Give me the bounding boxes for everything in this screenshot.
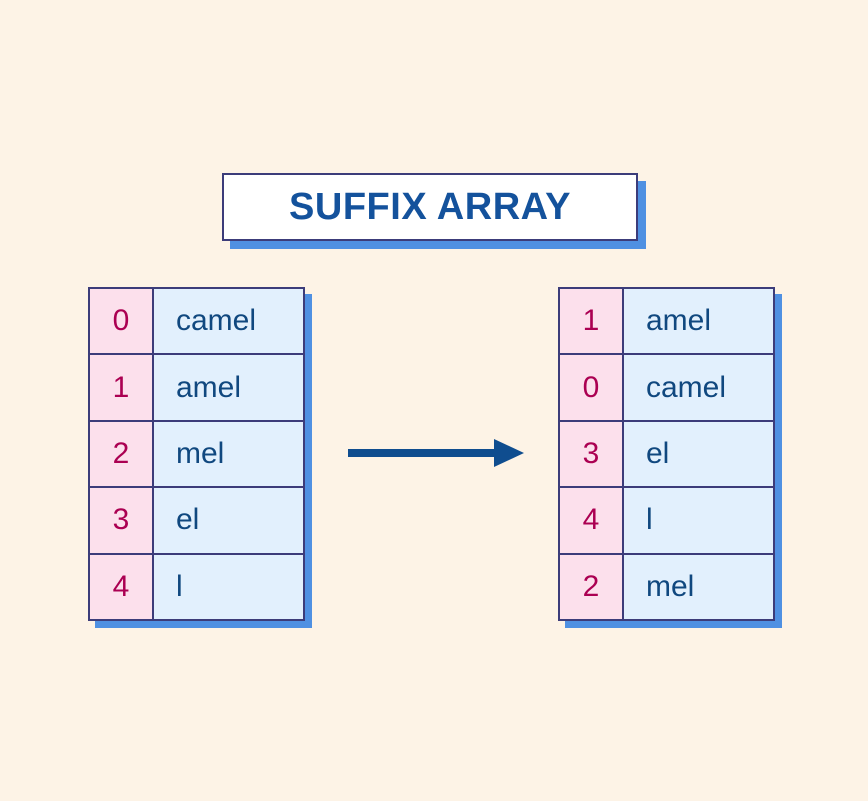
suffix-text-cell: l bbox=[154, 554, 303, 620]
page-title: SUFFIX ARRAY bbox=[289, 185, 571, 228]
suffix-index-cell: 2 bbox=[90, 421, 154, 487]
suffix-index-cell: 4 bbox=[90, 554, 154, 620]
suffix-text-cell: el bbox=[624, 421, 773, 487]
suffix-text-cell: mel bbox=[624, 554, 773, 620]
suffix-text-cell: camel bbox=[624, 355, 773, 420]
suffix-text-cell: amel bbox=[154, 355, 303, 420]
title-card: SUFFIX ARRAY bbox=[222, 173, 646, 249]
suffix-index-cell: 4 bbox=[560, 488, 624, 553]
suffix-index-cell: 0 bbox=[560, 355, 624, 420]
suffix-index-cell: 0 bbox=[90, 289, 154, 354]
right-arrow-icon bbox=[348, 437, 524, 469]
suffix-text-cell: camel bbox=[154, 289, 303, 354]
suffix-index-cell: 3 bbox=[560, 421, 624, 487]
title-card-box: SUFFIX ARRAY bbox=[222, 173, 638, 241]
suffix-text-cell: el bbox=[154, 488, 303, 553]
suffix-index-cell: 3 bbox=[90, 488, 154, 553]
suffix-text-cell: l bbox=[624, 488, 773, 553]
suffix-text-cell: amel bbox=[624, 289, 773, 354]
suffix-index-cell: 1 bbox=[90, 355, 154, 420]
suffix-index-cell: 2 bbox=[560, 554, 624, 620]
suffix-index-cell: 1 bbox=[560, 289, 624, 354]
suffix-text-cell: mel bbox=[154, 421, 303, 487]
